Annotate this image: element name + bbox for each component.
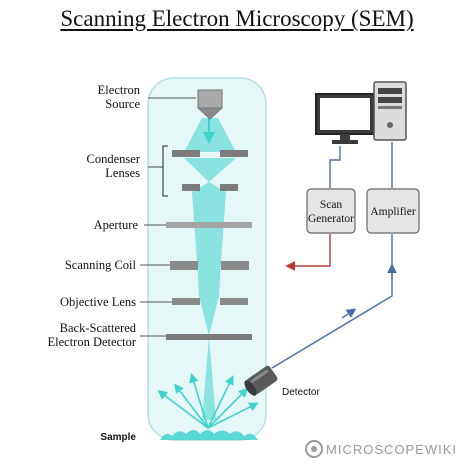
detector-label: Detector: [282, 387, 320, 398]
label-sample: Sample: [100, 432, 136, 443]
bse-detector-plate: [166, 334, 252, 340]
scattered-electrons: [157, 372, 259, 429]
sample-surface: [160, 430, 258, 440]
condenser-lens-2: [182, 184, 238, 191]
scan-generator-label-1: Scan: [320, 199, 343, 211]
scan-generator-box: [306, 188, 356, 234]
aperture-plate: [166, 222, 252, 228]
label-electron-source-2: Source: [105, 97, 140, 111]
computer-icon: [315, 81, 407, 144]
scanning-coil: [170, 261, 249, 270]
electron-source-icon: [196, 89, 224, 120]
microscopewiki-logo: [305, 440, 323, 458]
wire-computer-scan: [329, 146, 341, 188]
label-bse-2: Electron Detector: [48, 335, 137, 349]
condenser-lens-1: [172, 150, 248, 157]
label-pointers: [140, 97, 196, 337]
scan-generator-label-2: Generator: [308, 213, 354, 225]
label-aperture: Aperture: [94, 218, 139, 232]
wire-scan-coil: [285, 234, 331, 271]
label-objective-lens: Objective Lens: [60, 295, 136, 309]
label-condenser-1: Condenser: [87, 152, 141, 166]
detector-signal-arrow: [341, 308, 357, 319]
detector-icon: [244, 365, 278, 396]
condenser-bracket: [162, 145, 168, 197]
amplifier-label: Amplifier: [370, 206, 416, 218]
wire-detector-amp: [271, 234, 393, 369]
watermark-text: MICROSCOPEWIKI: [326, 442, 457, 457]
amplifier-box: [366, 188, 420, 234]
label-condenser-2: Lenses: [105, 166, 140, 180]
page-title: Scanning Electron Microscopy (SEM): [60, 6, 414, 31]
label-bse-1: Back-Scattered: [60, 321, 137, 335]
objective-lens: [172, 298, 248, 305]
label-electron-source-1: Electron: [98, 83, 141, 97]
label-scanning-coil: Scanning Coil: [65, 258, 137, 272]
